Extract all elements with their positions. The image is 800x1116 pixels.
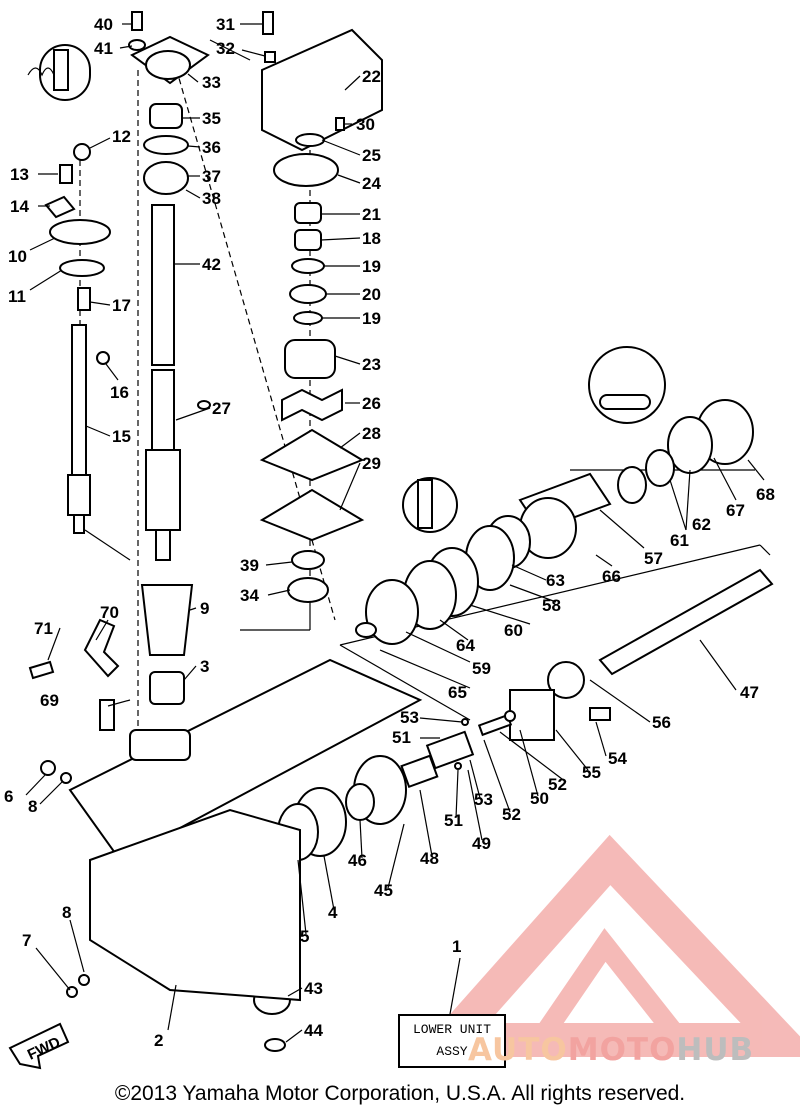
part-number: 37: [202, 167, 221, 186]
part-number: 59: [472, 659, 491, 678]
part-number: 57: [644, 549, 663, 568]
part-number: 4: [328, 903, 338, 922]
part-number: 33: [202, 73, 221, 92]
part-number: 46: [348, 851, 367, 870]
part-number: 66: [602, 567, 621, 586]
part-number: 31: [216, 15, 235, 34]
watermark-part-1: AUTO: [468, 1032, 568, 1068]
part-number: 14: [10, 197, 29, 216]
part-number: 45: [374, 881, 393, 900]
part-number: 42: [202, 255, 221, 274]
part-number: 61: [670, 531, 689, 550]
part-number: 22: [362, 67, 381, 86]
part-number: 7: [22, 931, 31, 950]
part-number: 50: [530, 789, 549, 808]
water-pump-assembly: [259, 11, 383, 603]
part-number: 56: [652, 713, 671, 732]
part-number: 10: [8, 247, 27, 266]
part-number: 69: [40, 691, 59, 710]
part-number: 53: [474, 790, 493, 809]
lower-casing: [28, 618, 423, 1002]
part-number: 70: [100, 603, 119, 622]
part-number: 36: [202, 138, 221, 157]
part-number: 8: [28, 797, 37, 816]
part-number: 16: [110, 383, 129, 402]
part-number: 39: [240, 556, 259, 575]
part-number: 40: [94, 15, 113, 34]
part-number: 41: [94, 39, 113, 58]
part-number: 67: [726, 501, 745, 520]
part-number: 65: [448, 683, 467, 702]
part-number: 18: [362, 229, 381, 248]
shift-plunger-assembly: [400, 710, 516, 789]
part-number: 60: [504, 621, 523, 640]
label-line-1: LOWER UNIT: [412, 1022, 491, 1037]
watermark-text: AUTOMOTOHUB: [468, 1032, 798, 1068]
part-number: 12: [112, 127, 131, 146]
label-line-2: ASSY: [436, 1044, 468, 1059]
part-number: 20: [362, 285, 381, 304]
part-number: 51: [444, 811, 463, 830]
part-number: 2: [154, 1031, 163, 1050]
part-number: 3: [200, 657, 209, 676]
propeller-shaft-assembly: [355, 399, 774, 741]
shift-rod-assembly: [27, 44, 111, 534]
part-number: 62: [692, 515, 711, 534]
part-number: 63: [546, 571, 565, 590]
part-number: 19: [362, 309, 381, 328]
part-number: 26: [362, 394, 381, 413]
part-number: 11: [8, 287, 26, 306]
part-number: 55: [582, 763, 601, 782]
part-number: 49: [472, 834, 491, 853]
part-number: 51: [392, 728, 411, 747]
part-number: 53: [400, 708, 419, 727]
exploded-parts-diagram: FWD: [4, 11, 800, 1070]
part-number: 43: [304, 979, 323, 998]
part-number: 8: [62, 903, 71, 922]
part-number: 25: [362, 146, 381, 165]
part-number: 28: [362, 424, 381, 443]
part-number: 13: [10, 165, 29, 184]
part-number: 44: [304, 1021, 323, 1040]
part-number: 71: [34, 619, 53, 638]
part-number: 30: [356, 115, 375, 134]
part-number: 52: [502, 805, 521, 824]
drive-shaft-assembly: [128, 11, 211, 705]
part-number: 23: [362, 355, 381, 374]
watermark-part-2: MOTO: [567, 1032, 677, 1068]
part-number: 5: [300, 927, 309, 946]
part-number: 48: [420, 849, 439, 868]
part-number: 34: [240, 586, 259, 605]
part-number: 47: [740, 683, 759, 702]
part-number: 54: [608, 749, 627, 768]
part-number: 21: [362, 205, 381, 224]
leader-lines: [25, 23, 765, 1043]
watermark-part-3: HUB: [676, 1032, 755, 1068]
part-number: 6: [4, 787, 13, 806]
lower-unit-assy-label: LOWER UNIT ASSY: [398, 1014, 506, 1068]
part-number: 38: [202, 189, 221, 208]
part-number-labels: 40 41 31 32 33 22 30 35 12 36 25 13 37 2…: [4, 15, 775, 1050]
part-number: 35: [202, 109, 221, 128]
part-number: 9: [200, 599, 209, 618]
part-number: 68: [756, 485, 775, 504]
part-number: 27: [212, 399, 231, 418]
part-number: 58: [542, 596, 561, 615]
part-number: 52: [548, 775, 567, 794]
part-number: 64: [456, 636, 475, 655]
forward-direction-arrow-icon: FWD: [8, 1022, 70, 1070]
part-number: 29: [362, 454, 381, 473]
watermark-logo-icon: [412, 834, 800, 1057]
copyright-notice: ©2013 Yamaha Motor Corporation, U.S.A. A…: [114, 1082, 686, 1105]
part-number: 32: [216, 39, 235, 58]
part-number: 15: [112, 427, 131, 446]
part-number: 1: [452, 937, 461, 956]
part-number: 17: [112, 296, 131, 315]
part-number: 19: [362, 257, 381, 276]
lubricant-callout-inserts: [402, 346, 666, 533]
part-number: 24: [362, 174, 381, 193]
